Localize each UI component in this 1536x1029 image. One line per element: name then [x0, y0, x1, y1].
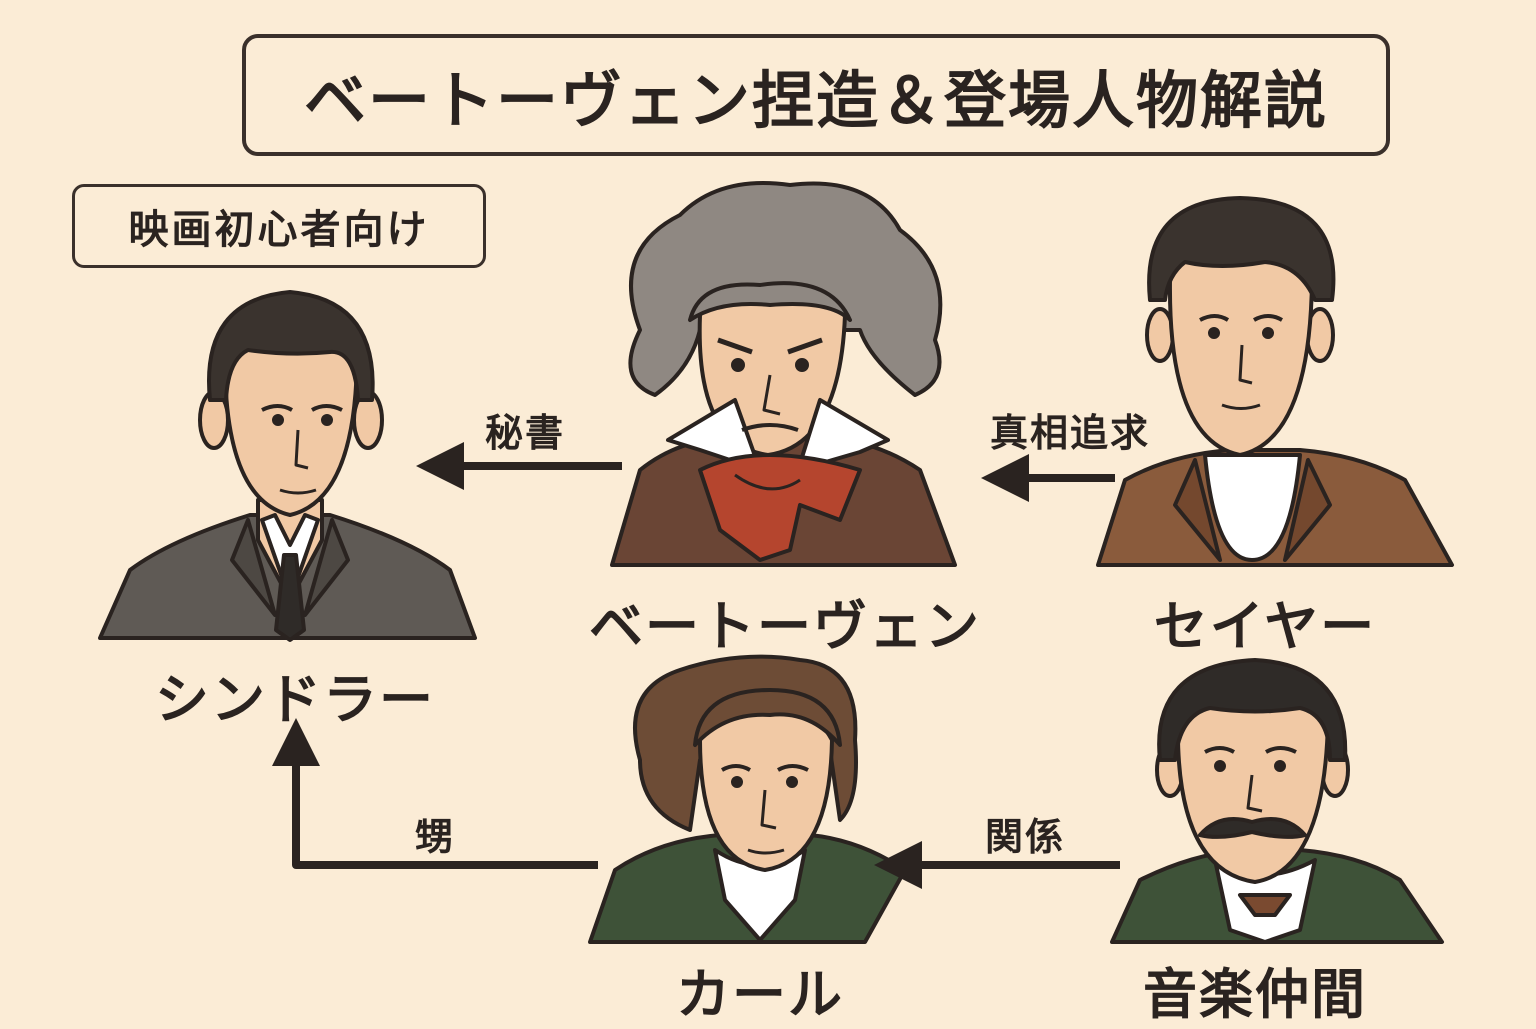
page-title: ベートーヴェン捏造＆登場人物解説 [303, 64, 1328, 137]
relation-secretary: 秘書 [484, 411, 565, 455]
arrow-karl-to-schindler [272, 718, 598, 869]
thayer-name: セイヤー [1153, 595, 1377, 658]
relation-nephew: 甥 [414, 815, 455, 859]
schindler-portrait [98, 290, 477, 642]
thayer-portrait [1096, 196, 1454, 567]
beethoven-name: ベートーヴェン [589, 595, 981, 658]
karl-portrait [588, 654, 907, 944]
musicians-portrait [1110, 658, 1444, 944]
musicians-name: 音楽仲間 [1143, 963, 1367, 1026]
audience-badge-label: 映画初心者向け [128, 207, 430, 253]
relation-relationship: 関係 [984, 815, 1065, 859]
schindler-name: シンドラー [155, 668, 435, 731]
relation-truth-seeking: 真相追求 [989, 411, 1150, 455]
beethoven-portrait [610, 181, 957, 567]
title-box: ベートーヴェン捏造＆登場人物解説 [242, 34, 1390, 156]
karl-name: カール [676, 963, 844, 1026]
audience-badge: 映画初心者向け [72, 184, 486, 268]
